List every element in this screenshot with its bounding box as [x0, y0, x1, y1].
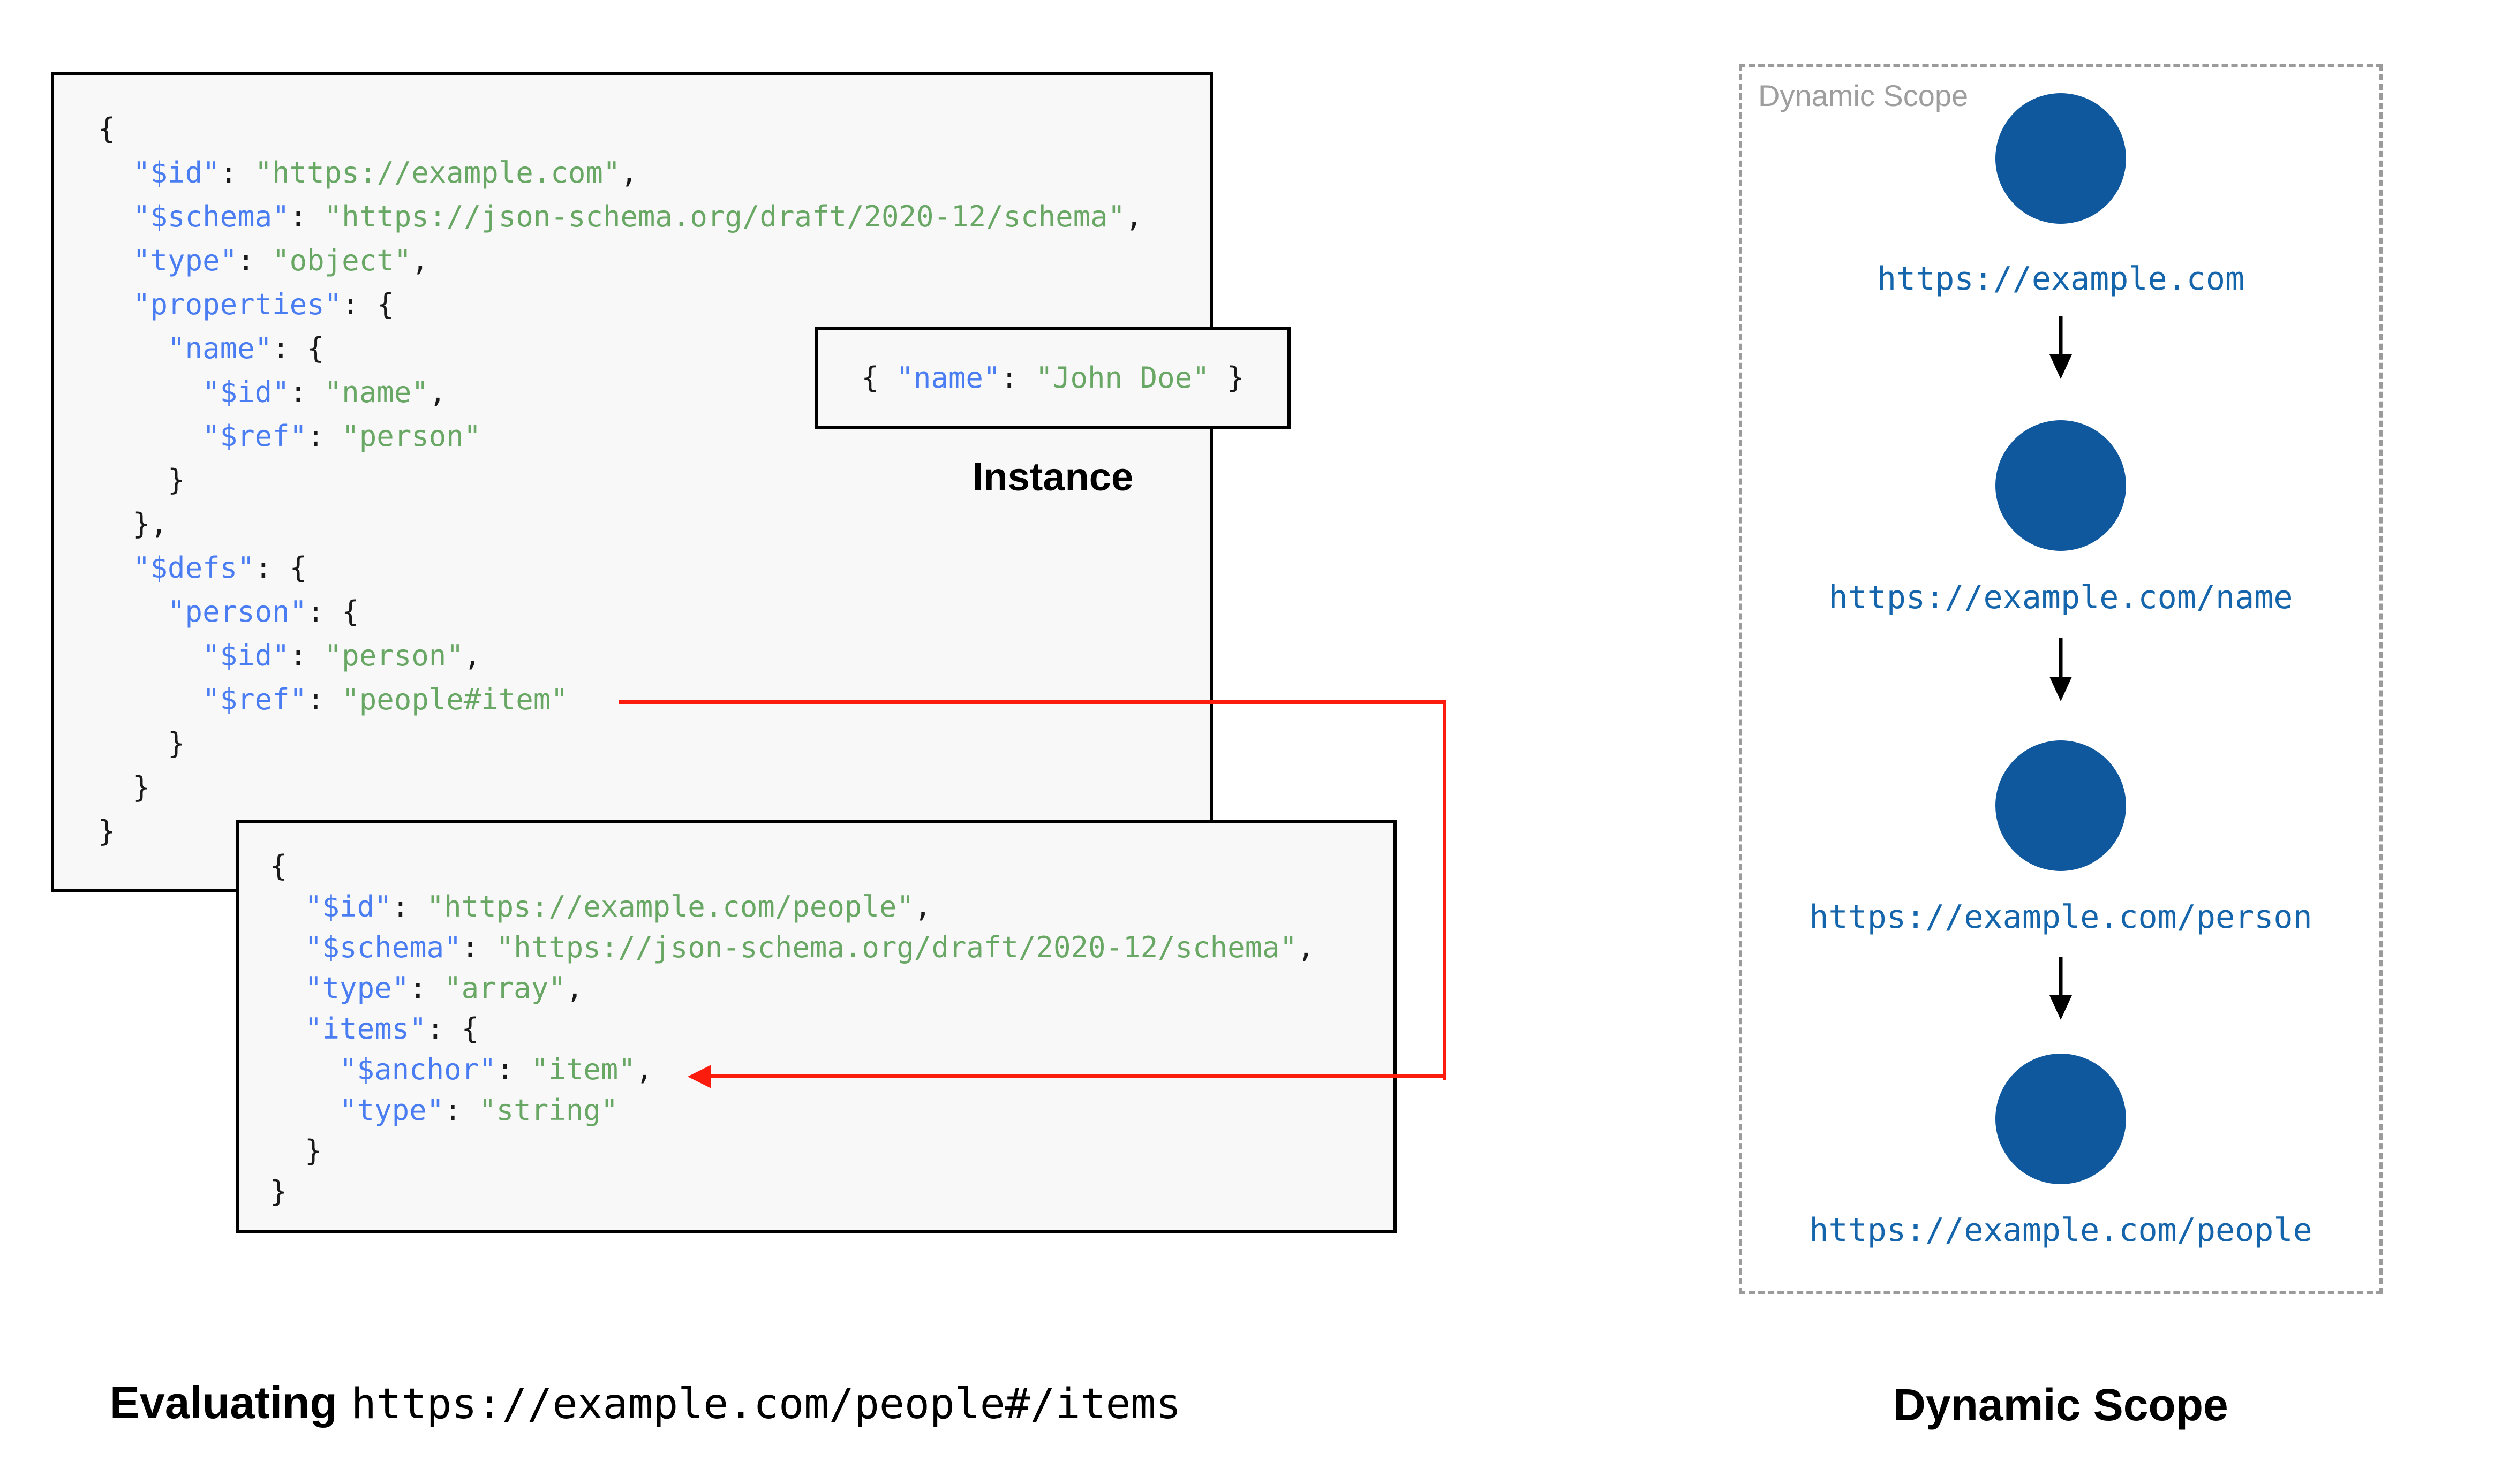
evaluating-caption-uri: https://example.com/people#/items: [351, 1380, 1181, 1428]
down-arrow-icon: [2049, 638, 2072, 701]
instance-label: Instance: [972, 455, 1134, 499]
ref-connector-arrowhead-icon: [688, 1065, 711, 1088]
root-schema-box: { "$id": "https://example.com", "$schema…: [51, 72, 1213, 892]
down-arrow-icon: [2049, 316, 2072, 379]
scope-node-circle-3: [1995, 740, 2126, 871]
scope-node-circle-2: [1995, 420, 2126, 551]
evaluating-caption: Evaluating https://example.com/people#/i…: [110, 1377, 1181, 1429]
root-schema-code: { "$id": "https://example.com", "$schema…: [98, 112, 1143, 848]
ref-connector-bottom-segment: [709, 1074, 1446, 1078]
people-schema-code: { "$id": "https://example.com/people", "…: [270, 849, 1315, 1208]
instance-code: { "name": "John Doe" }: [861, 361, 1245, 395]
ref-connector-top-segment: [619, 700, 1446, 704]
ref-connector-vertical-segment: [1443, 700, 1446, 1080]
dynamic-scope-panel-label: Dynamic Scope: [1758, 79, 1969, 112]
scope-node-circle-1: [1995, 93, 2126, 224]
evaluating-caption-bold: Evaluating: [110, 1377, 337, 1428]
scope-node-url-2: https://example.com/name: [1828, 579, 2293, 616]
instance-box: { "name": "John Doe" }: [815, 327, 1291, 429]
scope-node-circle-4: [1995, 1054, 2126, 1184]
people-schema-box: { "$id": "https://example.com/people", "…: [236, 820, 1397, 1233]
scope-node-url-3: https://example.com/person: [1809, 898, 2312, 936]
down-arrow-icon: [2049, 957, 2072, 1020]
scope-node-url-4: https://example.com/people: [1809, 1212, 2312, 1249]
dynamic-scope-caption: Dynamic Scope: [1893, 1380, 2228, 1430]
scope-node-url-1: https://example.com: [1877, 260, 2245, 298]
